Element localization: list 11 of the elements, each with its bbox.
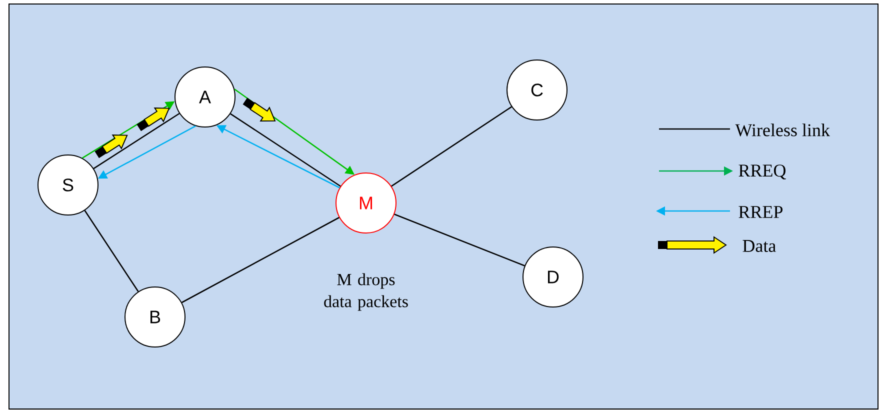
legend-text: Wireless link: [735, 124, 830, 136]
legend-text: RREP: [738, 206, 782, 218]
link-line: [182, 216, 340, 304]
legend-text: RREQ: [738, 164, 786, 180]
legend-text: Data: [742, 240, 776, 252]
link-line: [230, 113, 341, 187]
link-line: [84, 210, 139, 292]
link-line: [394, 214, 525, 266]
node-caption: M drops data packets: [324, 273, 408, 311]
link-line: [391, 106, 512, 187]
link-line: [93, 112, 180, 170]
